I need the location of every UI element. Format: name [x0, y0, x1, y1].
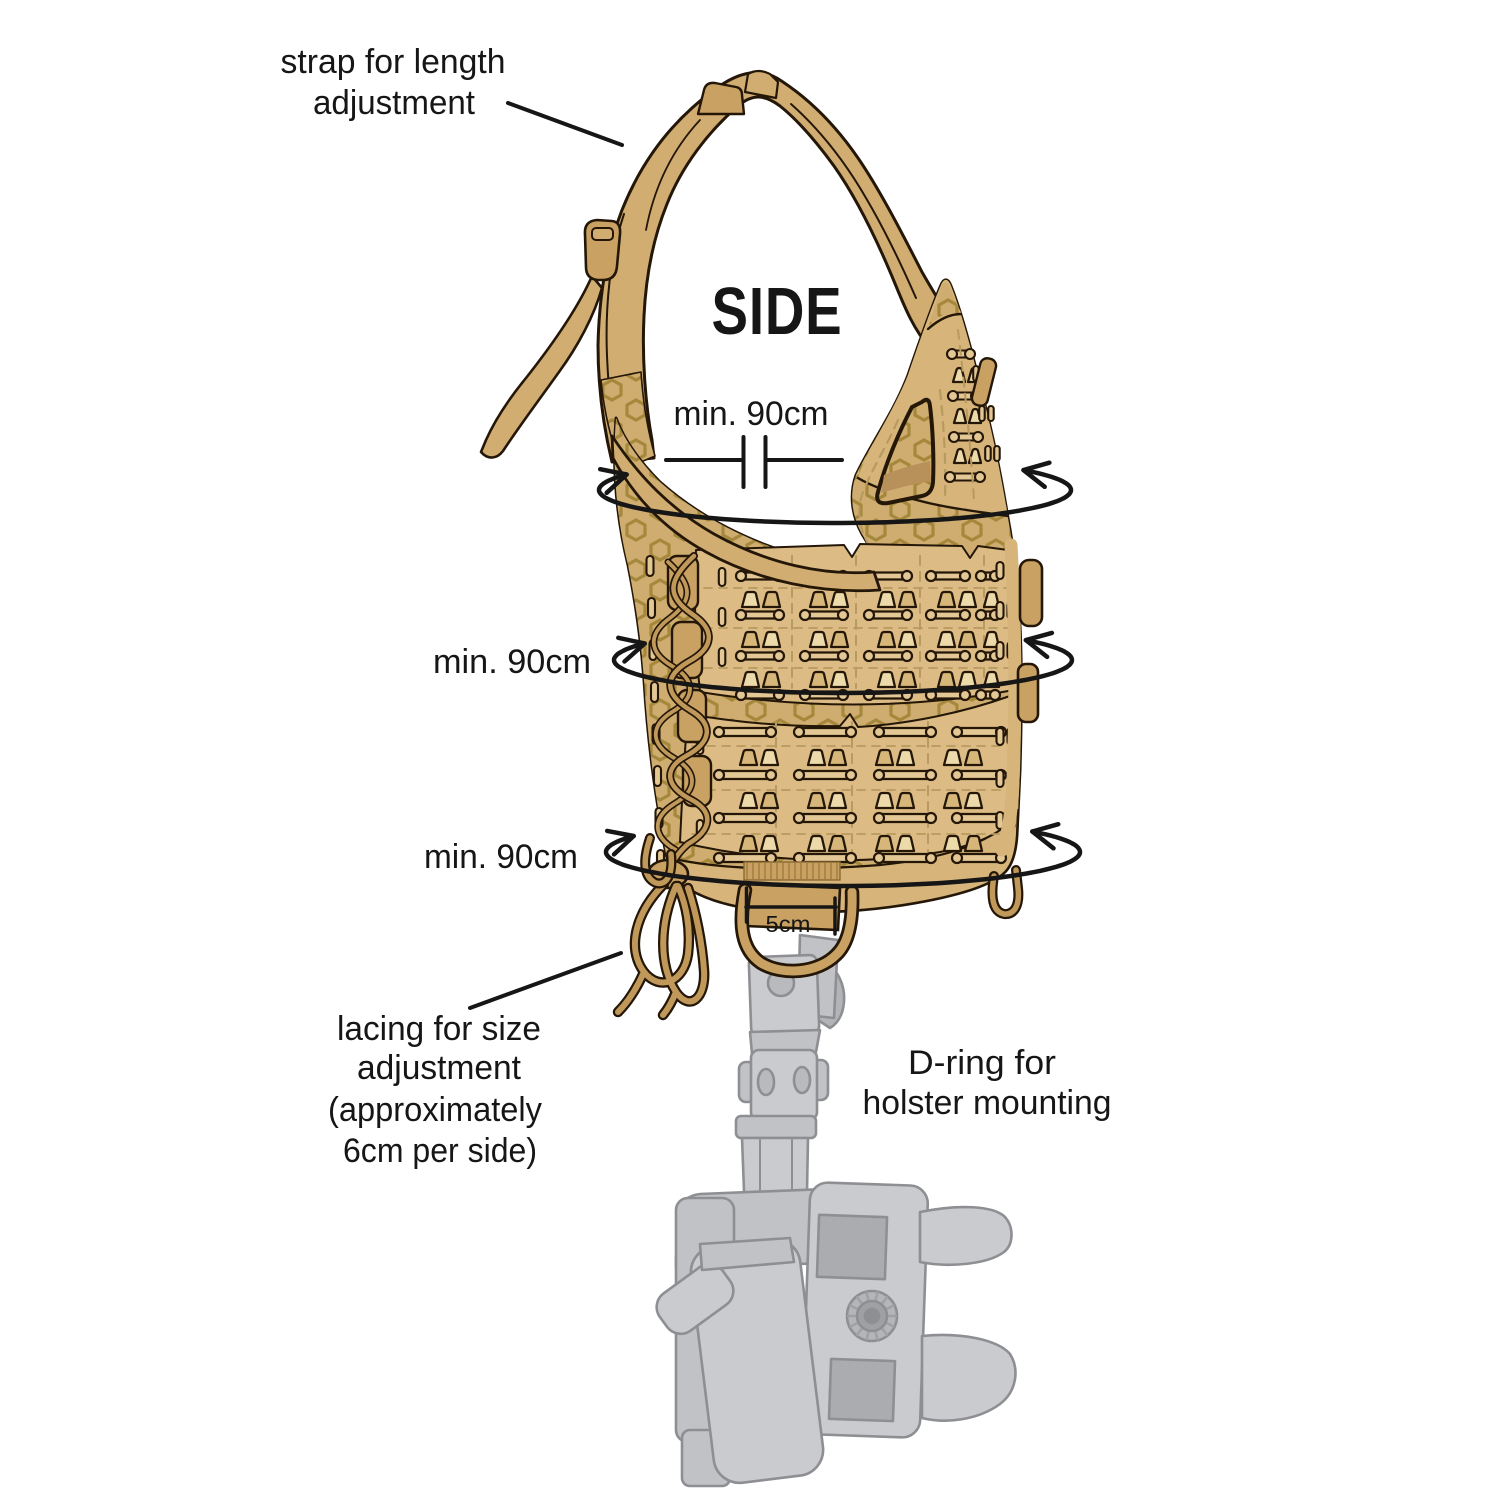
svg-text:adjustment: adjustment	[313, 84, 476, 122]
svg-text:min. 90cm: min. 90cm	[674, 395, 829, 433]
svg-text:SIDE: SIDE	[712, 274, 843, 349]
svg-text:D-ring for: D-ring for	[908, 1044, 1056, 1082]
svg-text:lacing for size: lacing for size	[337, 1010, 541, 1048]
svg-text:6cm per side): 6cm per side)	[343, 1132, 537, 1170]
svg-text:min. 90cm: min. 90cm	[433, 643, 591, 681]
svg-text:(approximately: (approximately	[328, 1091, 542, 1129]
svg-text:min. 90cm: min. 90cm	[424, 838, 578, 876]
svg-text:strap for length: strap for length	[281, 43, 506, 81]
svg-text:holster mounting: holster mounting	[863, 1084, 1112, 1122]
svg-text:adjustment: adjustment	[357, 1049, 522, 1087]
svg-text:5cm: 5cm	[766, 911, 811, 937]
